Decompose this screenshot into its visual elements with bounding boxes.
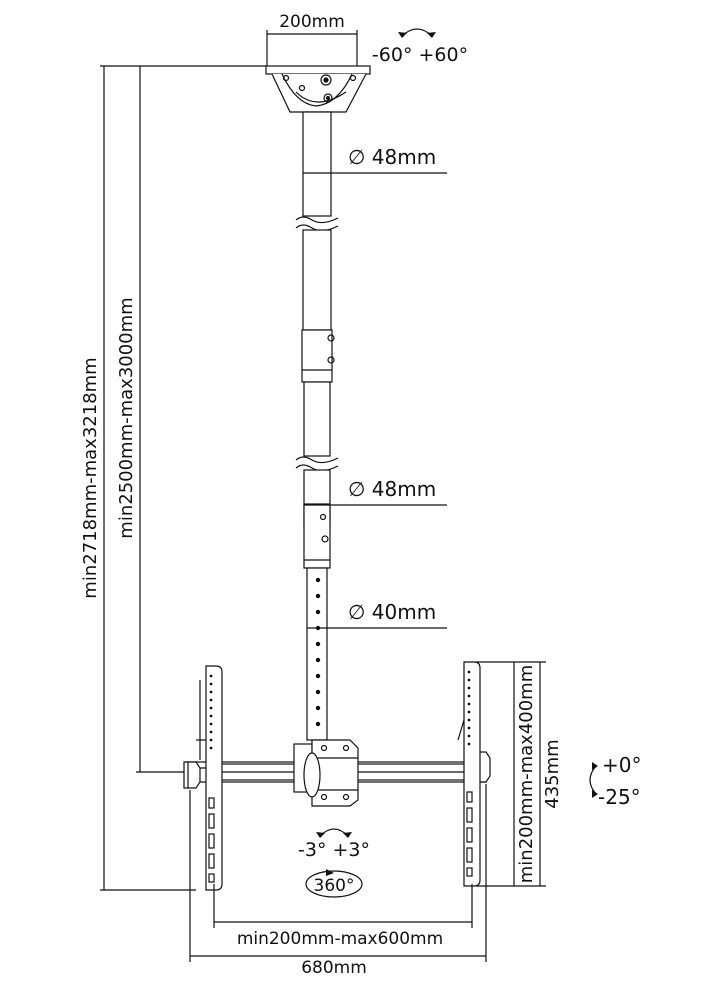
height-outer-dimension — [100, 65, 266, 891]
vesa-horizontal-label: min200mm-max600mm — [237, 929, 443, 949]
tilt-plus-label: +0° — [602, 753, 641, 777]
rotate-360-ellipse — [305, 870, 363, 898]
height-inner-dimension — [136, 66, 186, 773]
dia-middle-label: ∅ 48mm — [348, 477, 436, 501]
tilt-top-label: -60° +60° — [372, 44, 468, 66]
right-vesa-bracket — [457, 661, 481, 887]
pole-inner — [306, 567, 328, 741]
overall-width-label: 680mm — [301, 958, 367, 978]
left-end-knob — [183, 761, 201, 789]
left-vesa-bracket — [196, 665, 223, 891]
tilt-arrow-top — [401, 28, 433, 37]
ceiling-plate — [265, 65, 371, 113]
swivel-label: -3° +3° — [298, 839, 370, 861]
vesa-horizontal-dimension — [213, 884, 473, 928]
vesa-vertical-label: min200mm-max400mm — [516, 665, 537, 884]
swivel-arrow — [319, 828, 349, 837]
pole-collar-lower — [303, 503, 331, 569]
tilt-minus-label: -25° — [598, 785, 641, 809]
tilt-arrow-right — [589, 765, 597, 795]
pole-upper — [295, 111, 339, 331]
height-outer-label: min2718mm-max3218mm — [80, 357, 101, 598]
height-inner-label: min2500mm-max3000mm — [116, 297, 137, 538]
top-width-dimension — [266, 30, 358, 66]
dia-lower-label: ∅ 40mm — [348, 600, 436, 624]
pole-collar-upper — [301, 329, 335, 383]
dia-upper-label: ∅ 48mm — [348, 145, 436, 169]
bracket-height-label: 435mm — [542, 739, 563, 808]
overall-width-dimension — [189, 784, 487, 962]
rotate-label: 360° — [314, 876, 355, 896]
vesa-vertical-dimension — [476, 661, 546, 887]
center-clamp — [293, 739, 359, 807]
top-width-label: 200mm — [279, 12, 345, 32]
